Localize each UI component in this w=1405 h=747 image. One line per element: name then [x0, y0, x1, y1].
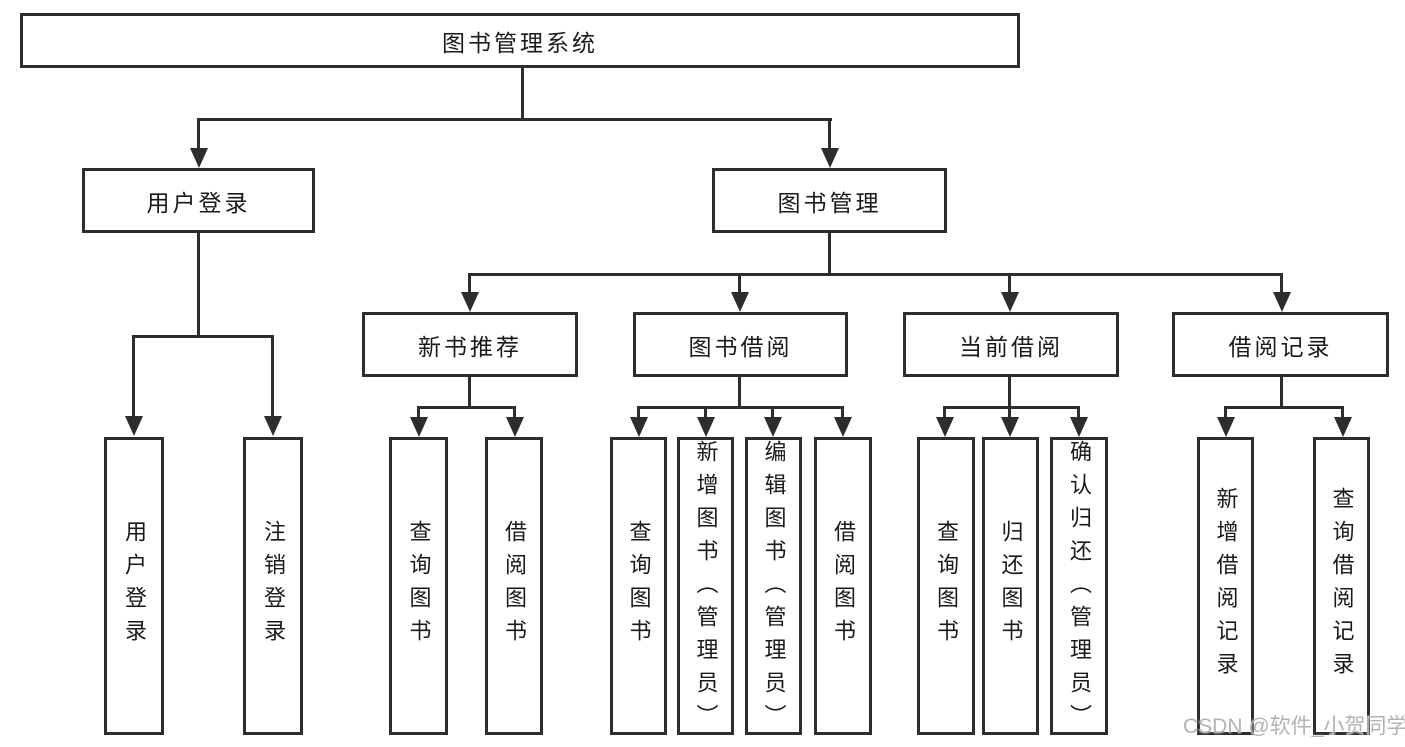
- connector-line: [637, 406, 844, 409]
- leaf-query-books-borrowing: 查询图书: [610, 437, 667, 735]
- arrow-down-icon: [764, 417, 782, 437]
- connector-line: [771, 406, 774, 419]
- node-label: 新书推荐: [418, 333, 522, 360]
- arrow-down-icon: [506, 417, 524, 437]
- leaf-label: 借阅图书: [502, 520, 527, 652]
- connector-line: [738, 377, 741, 406]
- arrow-down-icon: [1217, 417, 1235, 437]
- leaf-confirm-return-admin: 确认归还（管理员）: [1050, 437, 1108, 737]
- connector-line: [132, 335, 274, 338]
- leaf-label: 归还图书: [998, 520, 1024, 652]
- connector-line: [132, 335, 135, 417]
- arrow-down-icon: [697, 417, 715, 437]
- node-borrowing-records: 借阅记录: [1172, 312, 1389, 377]
- arrow-down-icon: [410, 417, 428, 437]
- arrow-down-icon: [1001, 417, 1019, 437]
- connector-line: [197, 118, 832, 121]
- connector-line: [1008, 377, 1011, 406]
- arrow-down-icon: [190, 148, 208, 168]
- leaf-label: 查询借阅记录: [1329, 487, 1355, 685]
- connector-line: [417, 406, 516, 409]
- leaf-label: 新增图书（管理员）: [693, 440, 719, 737]
- leaf-label: 查询图书: [626, 520, 652, 652]
- node-label: 当前借阅: [959, 333, 1063, 360]
- leaf-query-borrow-record: 查询借阅记录: [1313, 437, 1370, 735]
- connector-line: [1341, 406, 1344, 419]
- node-label: 图书借阅: [688, 333, 793, 360]
- arrow-down-icon: [125, 416, 143, 436]
- arrow-down-icon: [461, 292, 479, 312]
- connector-line: [943, 406, 946, 419]
- leaf-logout: 注销登录: [243, 437, 303, 735]
- connector-line: [271, 335, 274, 417]
- connector-line: [828, 233, 831, 273]
- arrow-down-icon: [1273, 292, 1291, 312]
- node-new-book-recommendation: 新书推荐: [362, 312, 578, 377]
- node-label: 图书管理: [777, 189, 882, 216]
- arrow-down-icon: [1334, 417, 1352, 437]
- connector-line: [1008, 406, 1011, 419]
- arrow-down-icon: [731, 292, 749, 312]
- node-current-borrowing: 当前借阅: [903, 312, 1119, 377]
- arrow-down-icon: [264, 416, 282, 436]
- leaf-edit-book-admin: 编辑图书（管理员）: [745, 437, 802, 737]
- leaf-label: 查询图书: [406, 520, 432, 652]
- arrow-down-icon: [1070, 417, 1088, 437]
- node-book-management: 图书管理: [712, 168, 947, 233]
- leaf-add-book-admin: 新增图书（管理员）: [677, 437, 734, 737]
- node-book-borrowing: 图书借阅: [633, 312, 848, 377]
- connector-line: [468, 377, 471, 406]
- connector-line: [738, 273, 741, 293]
- leaf-label: 确认归还（管理员）: [1067, 440, 1092, 737]
- arrow-down-icon: [1001, 292, 1019, 312]
- connector-line: [637, 406, 640, 419]
- leaf-label: 编辑图书（管理员）: [761, 440, 787, 737]
- connector-line: [943, 406, 1080, 409]
- arrow-down-icon: [821, 148, 839, 168]
- leaf-query-books-current: 查询图书: [917, 437, 975, 735]
- leaf-label: 查询图书: [934, 520, 959, 652]
- leaf-borrow-books-borrowing: 借阅图书: [814, 437, 872, 735]
- leaf-label: 新增借阅记录: [1213, 487, 1239, 685]
- node-label: 图书管理系统: [442, 29, 598, 56]
- connector-line: [1224, 406, 1227, 419]
- connector-line: [828, 118, 831, 150]
- connector-line: [1280, 377, 1283, 406]
- leaf-query-books-recommendation: 查询图书: [389, 437, 448, 735]
- arrow-down-icon: [630, 417, 648, 437]
- arrow-down-icon: [834, 417, 852, 437]
- connector-line: [521, 68, 524, 118]
- connector-line: [1008, 273, 1011, 293]
- leaf-label: 借阅图书: [831, 520, 856, 652]
- node-library-management-system: 图书管理系统: [20, 13, 1020, 68]
- csdn-watermark: CSDN @软件_小贺同学: [1183, 715, 1405, 738]
- node-label: 用户登录: [146, 189, 251, 216]
- connector-line: [704, 406, 707, 419]
- leaf-label: 注销登录: [261, 520, 286, 652]
- arrow-down-icon: [936, 417, 954, 437]
- leaf-return-books: 归还图书: [982, 437, 1039, 735]
- connector-line: [1077, 406, 1080, 419]
- node-label: 借阅记录: [1228, 333, 1333, 360]
- connector-line: [1280, 273, 1283, 293]
- leaf-borrow-books-recommendation: 借阅图书: [485, 437, 543, 735]
- leaf-add-borrow-record: 新增借阅记录: [1197, 437, 1254, 735]
- connector-line: [197, 118, 200, 150]
- leaf-label: 用户登录: [122, 520, 147, 652]
- connector-line: [841, 406, 844, 419]
- connector-line: [468, 273, 1283, 276]
- connector-line: [197, 233, 200, 335]
- connector-line: [513, 406, 516, 419]
- node-user-login: 用户登录: [82, 168, 315, 233]
- leaf-user-login: 用户登录: [104, 437, 164, 735]
- connector-line: [468, 273, 471, 293]
- connector-line: [417, 406, 420, 419]
- connector-line: [1224, 406, 1344, 409]
